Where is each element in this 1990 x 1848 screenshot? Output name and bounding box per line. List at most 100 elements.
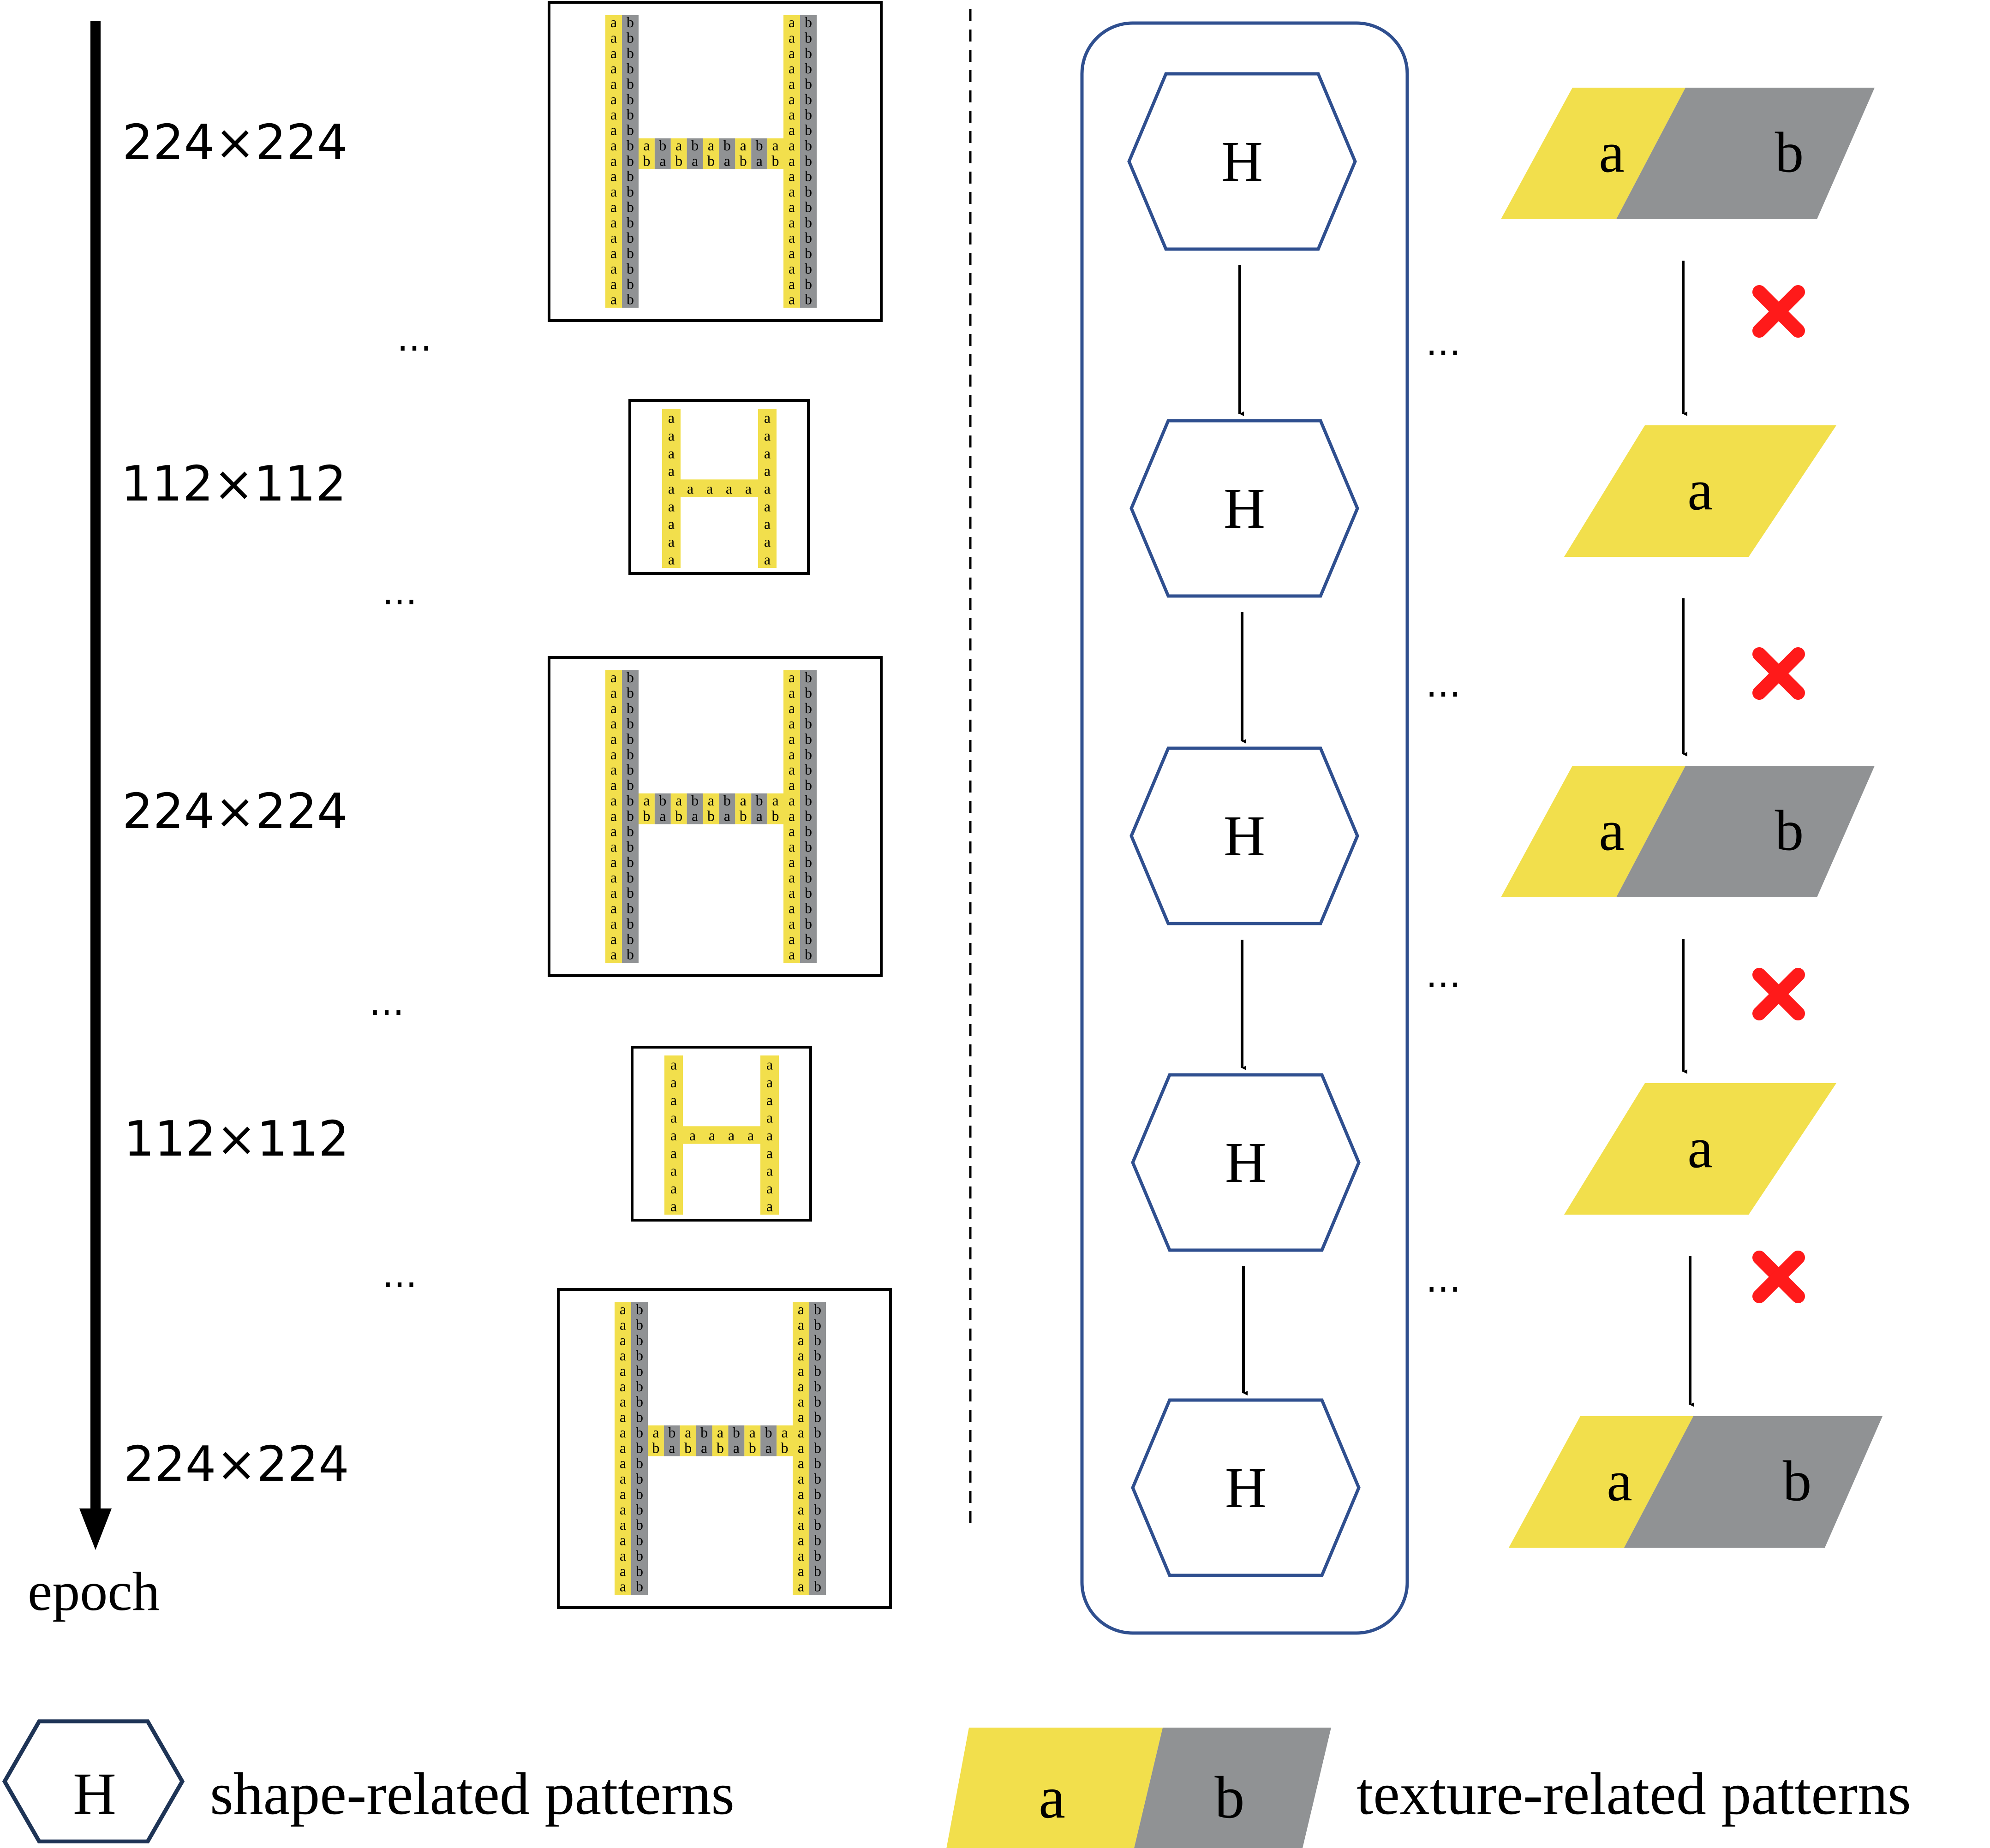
texture-cell-label: a: [708, 792, 714, 809]
texture-cell-label: a: [798, 1578, 804, 1595]
texture-cell-label: a: [610, 245, 617, 262]
texture-cell-label: a: [610, 715, 617, 732]
texture-cell-label: b: [627, 152, 634, 169]
texture-cell-label: a: [643, 792, 650, 809]
texture-stripe-a: [605, 15, 622, 308]
texture-cell-label: b: [805, 14, 812, 30]
texture-cell-label: a: [692, 807, 698, 824]
texture-crossbar-cell: [712, 1425, 729, 1456]
texture-stripe-a: [760, 1055, 779, 1215]
texture-cell-label: a: [610, 198, 617, 215]
resolution-label: 224×224: [124, 1436, 349, 1492]
hexagon-icon: [1131, 1073, 1361, 1252]
texture-cell-label: a: [798, 1316, 804, 1333]
texture-cell-label: b: [643, 807, 650, 824]
texture-cell-label: b: [814, 1439, 821, 1456]
texture-cell-label: b: [627, 731, 634, 747]
texture-cell-label: a: [668, 410, 675, 426]
texture-cell-label: a: [789, 915, 795, 932]
texture-cell-label: a: [798, 1393, 804, 1410]
texture-node: a: [1564, 1083, 1836, 1215]
texture-cell-label: b: [627, 29, 634, 46]
texture-cell-label: b: [627, 915, 634, 932]
texture-cell-label: b: [636, 1316, 643, 1333]
texture-cell-label: a: [620, 1501, 626, 1518]
texture-cell-label: a: [670, 1198, 677, 1214]
texture-cell-label: b: [627, 900, 634, 917]
texture-cell-label: b: [627, 792, 634, 809]
texture-stripe-a: [664, 1055, 683, 1215]
texture-cell-label: a: [610, 700, 617, 716]
texture-a-swatch: [1509, 1416, 1693, 1548]
texture-cell-label: a: [610, 214, 617, 231]
texture-cell-label: a: [659, 807, 666, 824]
texture-stripe-a: [783, 15, 800, 308]
texture-cell-label: a: [610, 91, 617, 107]
cross-icon: [1752, 968, 1805, 1020]
texture-cell-label: a: [798, 1363, 804, 1379]
texture-cell-label: a: [789, 122, 795, 138]
texture-a-label: a: [1599, 121, 1624, 185]
texture-cell-label: b: [627, 700, 634, 716]
texture-cell-label: a: [610, 746, 617, 763]
texture-cell-label: a: [789, 853, 795, 870]
texture-crossbar-cell: [703, 793, 719, 824]
texture-cell-label: b: [814, 1316, 821, 1333]
texture-crossbar-cell: [639, 138, 655, 169]
texture-cell-label: b: [636, 1470, 643, 1487]
texture-cell-label: b: [805, 823, 812, 840]
texture-cell-label: a: [610, 669, 617, 686]
texture-cell-label: a: [687, 480, 693, 497]
texture-cell-label: b: [707, 152, 715, 169]
texture-cell-label: b: [636, 1547, 643, 1564]
texture-crossbar-cell: [687, 793, 703, 824]
texture-crossbar-cell: [654, 793, 671, 824]
hexagon-icon: [1131, 1398, 1361, 1577]
texture-cell-label: b: [627, 198, 634, 215]
texture-cell-label: b: [805, 853, 812, 870]
texture-a-swatch: [1501, 88, 1685, 219]
texture-cell-label: a: [610, 275, 617, 292]
texture-cell-label: a: [766, 1109, 773, 1126]
texture-cell-label: a: [798, 1347, 804, 1364]
texture-cell-label: a: [659, 152, 666, 169]
texture-b-label: b: [1783, 1450, 1812, 1514]
texture-cell-label: a: [643, 137, 650, 154]
texture-cell-label: b: [675, 152, 682, 169]
texture-cell-label: a: [685, 1424, 691, 1441]
texture-crossbar-cell: [639, 793, 655, 824]
texture-cell-label: a: [689, 1127, 696, 1144]
texture-cell-label: a: [652, 1424, 659, 1441]
texture-cell-label: a: [724, 807, 730, 824]
texture-cell-label: b: [627, 245, 634, 262]
texture-cell-label: a: [610, 807, 617, 824]
texture-cell-label: b: [805, 76, 812, 92]
texture-cell-label: b: [675, 807, 682, 824]
texture-cell-label: a: [789, 869, 795, 886]
texture-cell-label: a: [726, 480, 732, 497]
texture-cell-label: b: [627, 291, 634, 308]
texture-cell-label: b: [805, 45, 812, 61]
texture-cell-label: a: [668, 463, 675, 479]
texture-cell-label: b: [805, 731, 812, 747]
texture-cell-label: a: [620, 1409, 626, 1425]
texture-cell-label: b: [814, 1363, 821, 1379]
texture-cell-label: a: [610, 122, 617, 138]
ellipsis: ...: [382, 1253, 417, 1296]
texture-cell-label: a: [789, 29, 795, 46]
texture-cell-label: a: [610, 60, 617, 77]
texture-cell-label: a: [610, 869, 617, 886]
texture-cell-label: a: [620, 1532, 626, 1549]
texture-crossbar-cell: [728, 1425, 745, 1456]
texture-b-label: b: [1775, 799, 1804, 863]
texture-cell-label: a: [610, 29, 617, 46]
shape-node-label: H: [1225, 1456, 1267, 1520]
texture-crossbar-cell: [751, 138, 768, 169]
texture-cell-label: a: [764, 498, 771, 514]
ellipsis: ...: [369, 981, 404, 1024]
texture-cell-label: a: [668, 445, 675, 461]
texture-cell-label: a: [610, 76, 617, 92]
texture-cell-label: b: [805, 214, 812, 231]
texture-cell-label: a: [789, 198, 795, 215]
